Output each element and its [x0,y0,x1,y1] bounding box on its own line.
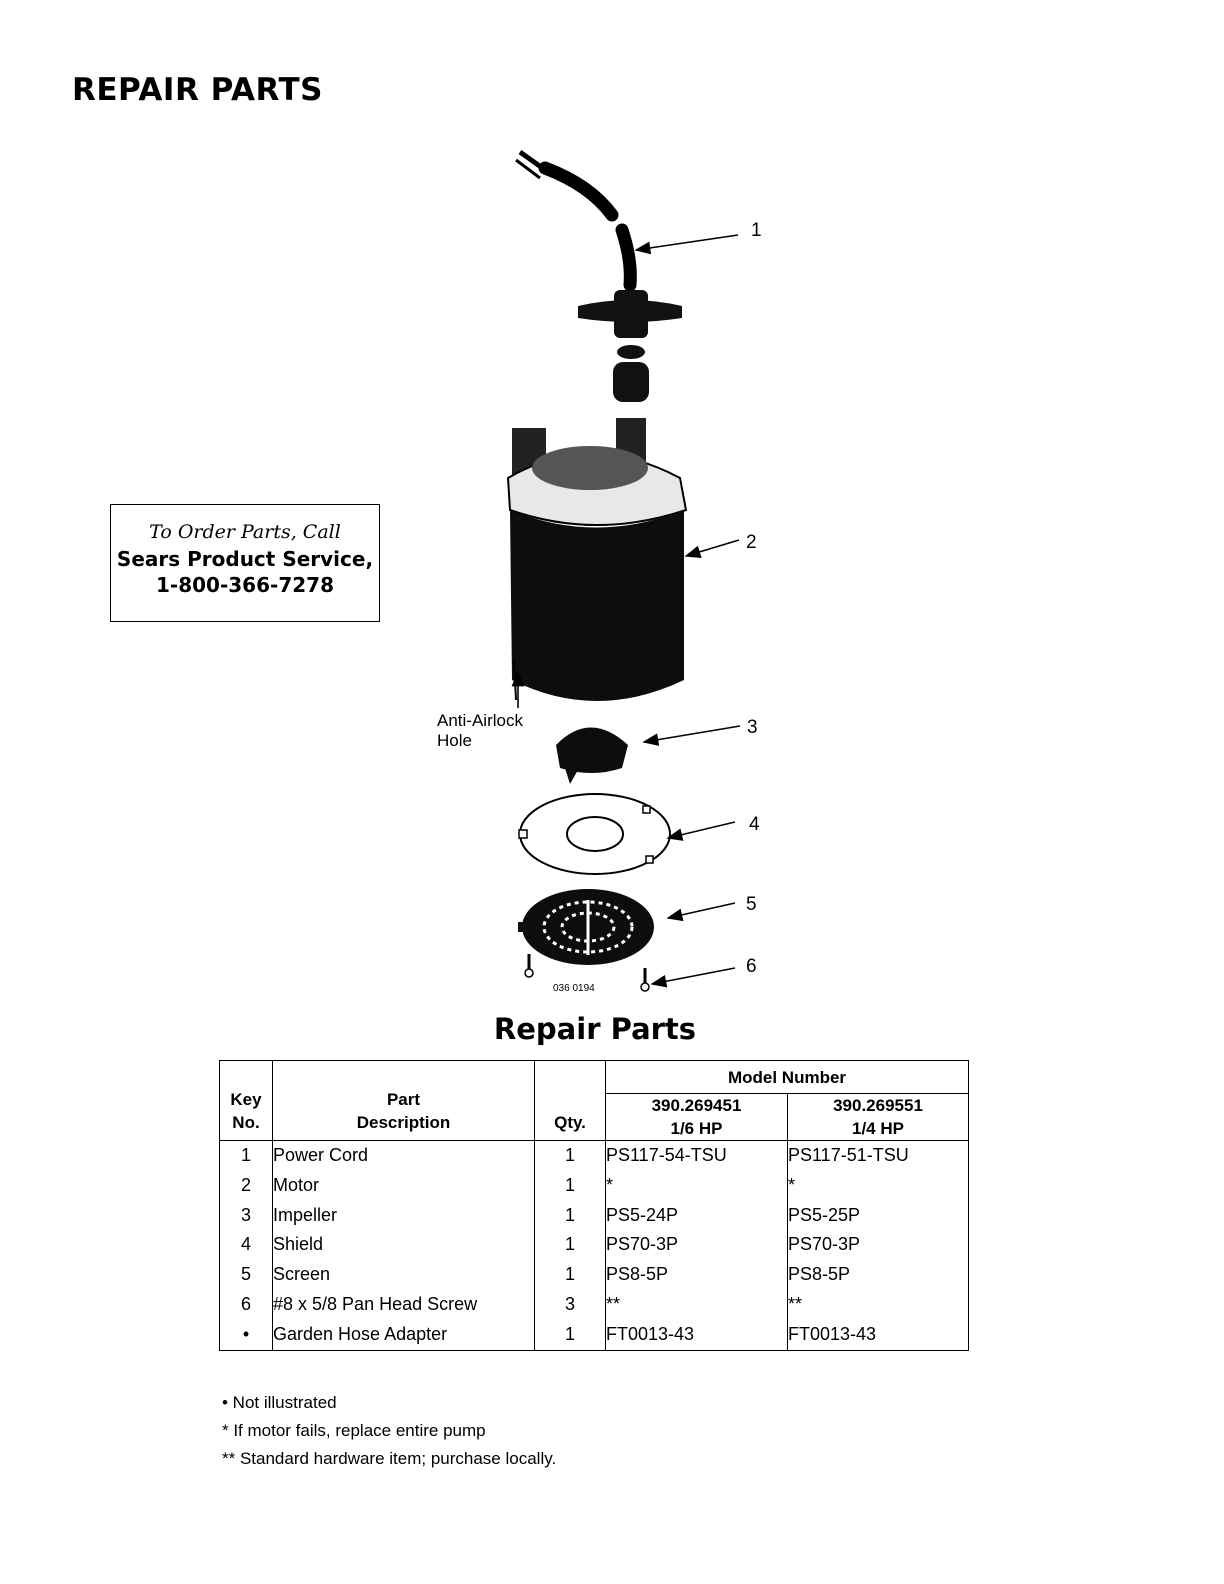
footnote-hardware: ** Standard hardware item; purchase loca… [222,1449,557,1468]
table-row: 1 Power Cord 1 PS117-54-TSU PS117-51-TSU [219,1140,969,1171]
key-label-2: 2 [746,532,757,553]
power-cord-illustration [515,149,637,292]
row-key: 4 [219,1230,273,1261]
shield-illustration [518,793,671,875]
header-description: Part Description [272,1060,535,1141]
row-model-2-part: ** [788,1293,803,1314]
table-row: 5 Screen 1 PS8-5P PS8-5P [219,1260,969,1290]
row-qty: 3 [534,1289,606,1320]
row-model-1-part: PS70-3P [605,1230,788,1261]
row-model-2-part: PS117-51-TSU [788,1145,909,1165]
row-description: Screen [272,1260,535,1290]
key-label-6: 6 [746,956,757,977]
key-label-3: 3 [747,717,758,738]
screen-illustration [518,889,654,965]
footnotes: • Not illustrated * If motor fails, repl… [222,1389,556,1473]
order-parts-box: To Order Parts, Call Sears Product Servi… [110,504,380,622]
table-row: 6 #8 x 5/8 Pan Head Screw 3 ** ** [219,1289,969,1320]
row-key: • [219,1319,273,1351]
row-model-1-part: * [605,1170,788,1201]
row-model-2-part: PS70-3P [788,1234,861,1255]
leader-arrow-2 [684,539,740,558]
diagram-code: 036 0194 [553,983,595,994]
header-qty: Qty. [534,1060,606,1141]
header-model-2: 390.269551 1/4 HP [787,1093,969,1141]
row-description: Power Cord [272,1140,535,1171]
header-key: Key No. [219,1060,273,1141]
leader-arrow-4 [666,821,736,841]
key-label-4: 4 [749,814,760,835]
row-key: 3 [219,1200,273,1231]
anti-airlock-label: Anti-Airlock Hole [437,711,523,750]
row-qty: 1 [534,1200,606,1231]
footnote-not-illustrated: • Not illustrated [222,1393,337,1412]
row-model-1-part: PS8-5P [605,1260,788,1290]
footnote-motor: * If motor fails, replace entire pump [222,1421,486,1440]
table-row: 4 Shield 1 PS70-3P PS70-3P [219,1230,969,1261]
row-model-1-part: PS117-54-TSU [605,1140,788,1171]
pump-exploded-diagram [506,149,741,992]
row-qty: 1 [534,1319,606,1351]
phone-number: 1-800-366-7278 [156,573,334,597]
row-model-1-part: PS5-24P [605,1200,788,1231]
row-model-2-part: PS8-5P [788,1264,851,1285]
leader-arrow-5 [666,902,736,922]
row-description: #8 x 5/8 Pan Head Screw [272,1289,535,1320]
row-model-1-part: FT0013-43 [605,1319,788,1351]
screws-illustration [524,954,650,992]
table-row: 3 Impeller 1 PS5-24P PS5-25P [219,1200,969,1231]
key-label-5: 5 [746,894,757,915]
header-model-1: 390.269451 1/6 HP [605,1093,788,1141]
row-model-1-part: ** [605,1289,788,1320]
parts-table-container: Key No. Part Description Qty. Model Numb… [219,1060,969,1351]
order-parts-text: To Order Parts, Call [149,521,341,543]
row-key: 6 [219,1289,273,1320]
row-key: 2 [219,1170,273,1201]
motor-housing-illustration [506,418,688,701]
parts-table: Key No. Part Description Qty. Model Numb… [219,1060,969,1351]
row-model-2-part: PS5-25P [788,1204,861,1225]
table-row: • Garden Hose Adapter 1 FT0013-43 FT0013… [219,1319,969,1351]
row-key: 5 [219,1260,273,1290]
row-qty: 1 [534,1170,606,1201]
sears-service-text: Sears Product Service, [116,547,374,571]
leader-arrow-3 [642,725,741,746]
row-qty: 1 [534,1140,606,1171]
cord-fitting-illustration [578,290,682,402]
row-description: Garden Hose Adapter [272,1319,535,1351]
impeller-illustration [556,727,628,784]
row-model-2-part: * [788,1174,796,1195]
table-title: Repair Parts [493,1012,697,1046]
page-heading: REPAIR PARTS [72,72,323,108]
leader-arrow-6 [650,967,736,988]
table-row: 2 Motor 1 * * [219,1170,969,1201]
row-model-2-part: FT0013-43 [788,1323,877,1344]
row-qty: 1 [534,1260,606,1290]
row-description: Motor [272,1170,535,1201]
row-key: 1 [219,1140,273,1171]
row-description: Impeller [272,1200,535,1231]
row-description: Shield [272,1230,535,1261]
row-qty: 1 [534,1230,606,1261]
leader-arrow-1 [634,234,739,255]
key-label-1: 1 [751,220,762,241]
header-model-number: Model Number [605,1060,969,1094]
